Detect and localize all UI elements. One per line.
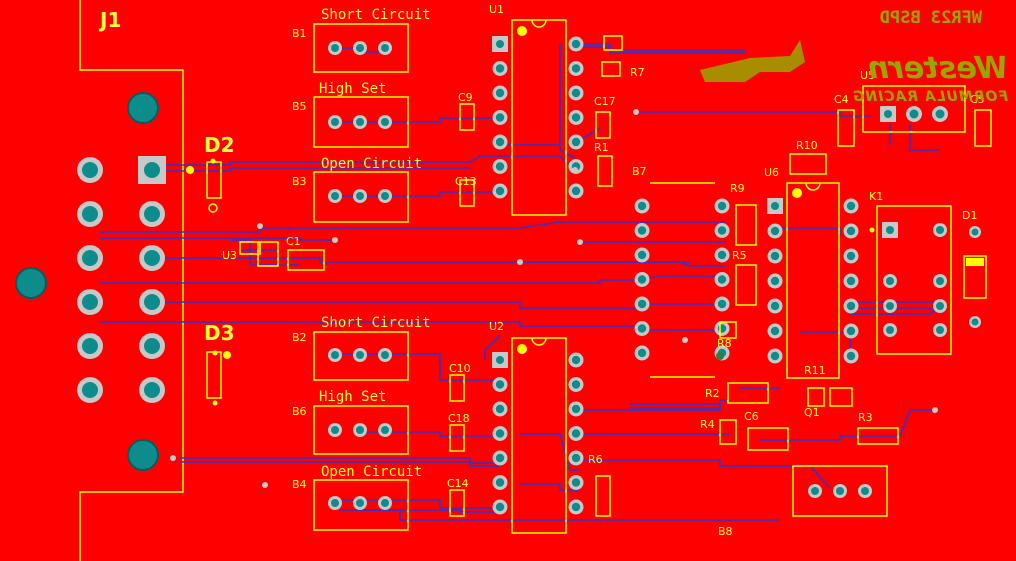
c14-label: C14 [447, 477, 469, 490]
k1-relay [869, 205, 952, 355]
j1-mounting-holes [15, 92, 159, 471]
j1-pins [77, 156, 166, 403]
u6-ic [767, 182, 840, 379]
r7-label: R7 [630, 66, 645, 79]
u3-label: U3 [222, 249, 237, 262]
b8-label: B8 [718, 525, 733, 538]
b1-box [313, 23, 409, 73]
q1-label: Q1 [804, 406, 820, 419]
mounting-hole-left [15, 267, 47, 299]
u6-pins [767, 198, 859, 364]
j1-pin [77, 245, 103, 271]
c6-label: C6 [744, 410, 759, 423]
u1-ic [492, 19, 567, 216]
b5-box [313, 96, 409, 148]
d3-label: D3 [204, 321, 235, 345]
b2-box [313, 331, 409, 381]
b7-label: B7 [632, 165, 647, 178]
c18-label: C18 [448, 412, 470, 425]
r2-label: R2 [705, 387, 720, 400]
c17-label: C17 [594, 95, 616, 108]
j1-pin [77, 157, 103, 183]
b3-label: B3 [292, 175, 307, 188]
smd-components [206, 35, 992, 517]
open-circuit-label-bottom: Open Circuit [321, 464, 422, 480]
r5-label: R5 [732, 249, 747, 262]
silkscreen-labels: J1 D2 D3 Short Circuit High Set Open Cir… [98, 3, 985, 538]
high-set-label-bottom: High Set [319, 389, 386, 405]
b6-label: B6 [292, 405, 307, 418]
western-racing-logo: Western FORMULA RACING [700, 40, 1008, 105]
mounting-hole-top [127, 92, 159, 124]
k1-label: K1 [869, 190, 883, 203]
c10-label: C10 [449, 362, 471, 375]
j1-pin [77, 201, 103, 227]
j1-pin [139, 201, 165, 227]
r9-label: R9 [730, 182, 745, 195]
u6-label: U6 [764, 166, 779, 179]
q1-transistor [792, 465, 888, 517]
logo-sub-text: FORMULA RACING [852, 89, 1008, 105]
j1-pin [139, 289, 165, 315]
u5-regulator [862, 85, 966, 133]
c13-label: C13 [455, 175, 477, 188]
u2-ic [492, 337, 567, 534]
svg-text:WFR23 BSPD: WFR23 BSPD [880, 8, 982, 28]
j1-outline [79, 0, 184, 561]
r11-label: R11 [804, 364, 826, 377]
trimpot-boxes [313, 23, 409, 531]
short-circuit-label-top: Short Circuit [321, 7, 431, 23]
b4-label: B4 [292, 478, 307, 491]
r10-label: R10 [796, 139, 818, 152]
j1-pin [77, 333, 103, 359]
traces [100, 43, 941, 521]
r1-label: R1 [594, 141, 609, 154]
j1-label: J1 [98, 8, 121, 32]
logo-main-text: Western [868, 51, 1008, 86]
trimpot-pins [328, 41, 392, 510]
r6-label: R6 [588, 453, 603, 466]
d1-led [963, 226, 987, 328]
open-circuit-label-top: Open Circuit [321, 156, 422, 172]
b4-box [313, 479, 409, 531]
d1-label: D1 [962, 209, 977, 222]
mounting-hole-bottom [127, 439, 159, 471]
mirrored-board-title: WFR23 BSPD [880, 8, 982, 28]
j1-pin [77, 289, 103, 315]
b6-box [313, 405, 409, 455]
j1-pin [139, 377, 165, 403]
short-circuit-label-bottom: Short Circuit [321, 315, 431, 331]
race-car-icon [700, 40, 805, 82]
b2-label: B2 [292, 331, 307, 344]
d2-label: D2 [204, 133, 235, 157]
j1-pin [139, 245, 165, 271]
b5-label: B5 [292, 100, 307, 113]
c1-label: C1 [286, 235, 301, 248]
u1-label: U1 [489, 3, 504, 16]
r4-label: R4 [700, 418, 715, 431]
u2-label: U2 [489, 320, 504, 333]
r3-label: R3 [858, 411, 873, 424]
c5-label: C5 [970, 93, 985, 106]
high-set-label-top: High Set [319, 81, 386, 97]
u5-label: U5 [860, 69, 875, 82]
j1-pin [139, 333, 165, 359]
r8-label: R8 [717, 337, 732, 350]
j1-pin [77, 377, 103, 403]
c4-label: C4 [834, 93, 849, 106]
b1-label: B1 [292, 27, 307, 40]
u1-u2-pins [492, 36, 584, 515]
b7-pins [634, 198, 730, 361]
b3-box [313, 171, 409, 223]
c9-label: C9 [458, 91, 473, 104]
vias [170, 109, 938, 488]
